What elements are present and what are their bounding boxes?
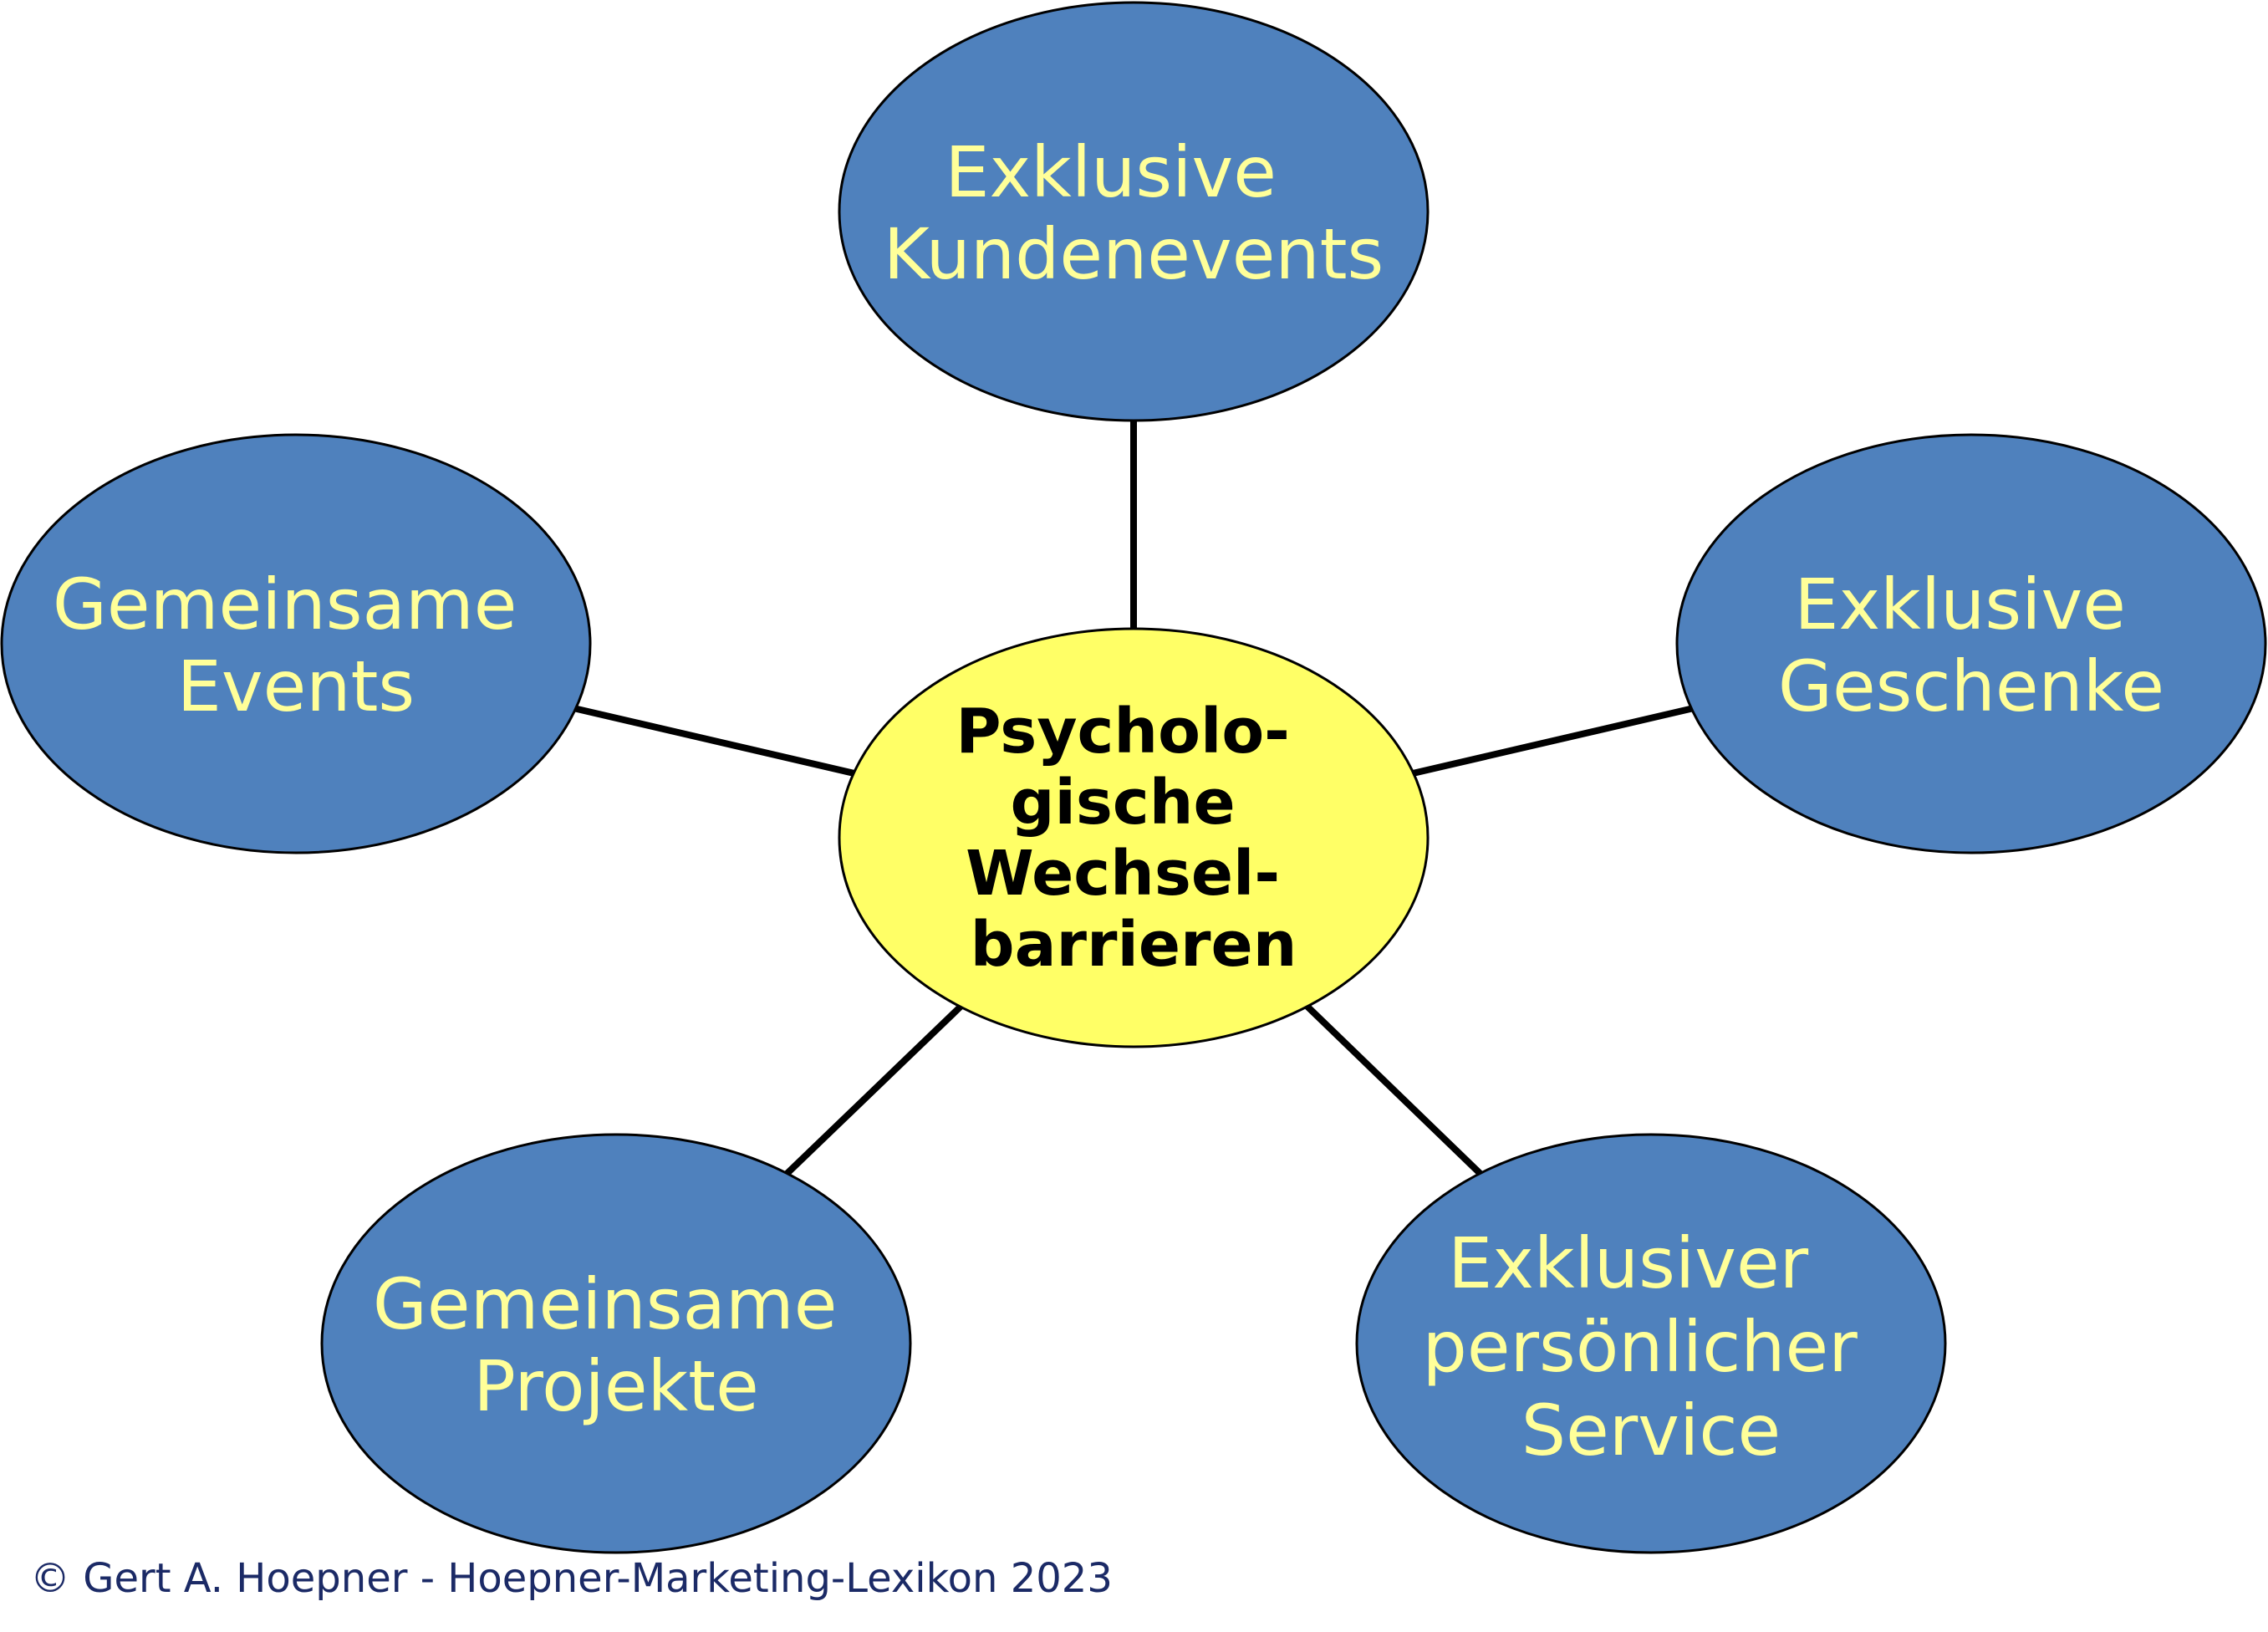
center-line-1: Psycholo- xyxy=(956,696,1290,768)
node-right: Exklusive Geschenke xyxy=(1675,433,2267,854)
node-bottom-left-line-2: Projekte xyxy=(473,1345,759,1427)
node-top-line-1: Exklusive xyxy=(945,131,1277,213)
node-top-ellipse xyxy=(838,1,1430,422)
connector-bottom-left xyxy=(783,1003,964,1177)
svg-text:Psycholo- gische W: Psycholo- gische Wechsel- barrieren xyxy=(956,696,1311,981)
node-bottom-right-ellipse xyxy=(1355,1133,1947,1554)
svg-text:Gemeinsame Projekte: Gemeinsame Projekte xyxy=(373,1263,859,1427)
node-bottom-right-line-3: Service xyxy=(1521,1390,1781,1471)
node-bottom-right-line-1: Exklusiver xyxy=(1448,1222,1808,1304)
copyright-notice: © Gert A. Hoepner - Hoepner-Marketing-Le… xyxy=(30,1555,1113,1602)
svg-text:Gemeinsame Events: Gemeinsame Events xyxy=(53,564,539,727)
connectors xyxy=(573,418,1695,1177)
node-right-line-2: Geschenke xyxy=(1778,645,2164,727)
center-line-2: gische xyxy=(1011,767,1236,839)
node-right-line-1: Exklusive xyxy=(1794,564,2126,645)
center-ellipse xyxy=(838,627,1430,1048)
node-bottom-right-line-2: persönlicher xyxy=(1423,1306,1858,1388)
node-left-line-1: Gemeinsame xyxy=(53,564,517,645)
center-line-3: Wechsel- xyxy=(966,838,1280,910)
node-left-line-2: Events xyxy=(177,645,415,727)
node-bottom-right: Exklusiver persönlicher Service xyxy=(1355,1133,1947,1554)
center-line-4: barrieren xyxy=(971,909,1297,981)
node-bottom-left-ellipse xyxy=(320,1133,912,1554)
connector-left xyxy=(573,705,855,777)
node-right-ellipse xyxy=(1675,433,2267,854)
connector-bottom-right xyxy=(1304,1003,1484,1177)
node-top-line-2: Kundenevents xyxy=(884,213,1384,295)
center-node: Psycholo- gische Wechsel- barrieren xyxy=(838,627,1430,1048)
svg-text:Exklusive Geschenke: Exklusive Geschenke xyxy=(1778,564,2164,727)
node-left: Gemeinsame Events xyxy=(0,433,592,854)
node-left-ellipse xyxy=(0,433,592,854)
svg-text:Exklusive Kundenevents: Exklusive Kundenevents xyxy=(884,131,1384,295)
svg-text:Exklusiver persönlicher: Exklusiver persönlicher Service xyxy=(1423,1222,1880,1471)
connector-right xyxy=(1412,705,1695,777)
node-bottom-left-line-1: Gemeinsame xyxy=(373,1263,838,1345)
node-bottom-left: Gemeinsame Projekte xyxy=(320,1133,912,1554)
node-top: Exklusive Kundenevents xyxy=(838,1,1430,422)
